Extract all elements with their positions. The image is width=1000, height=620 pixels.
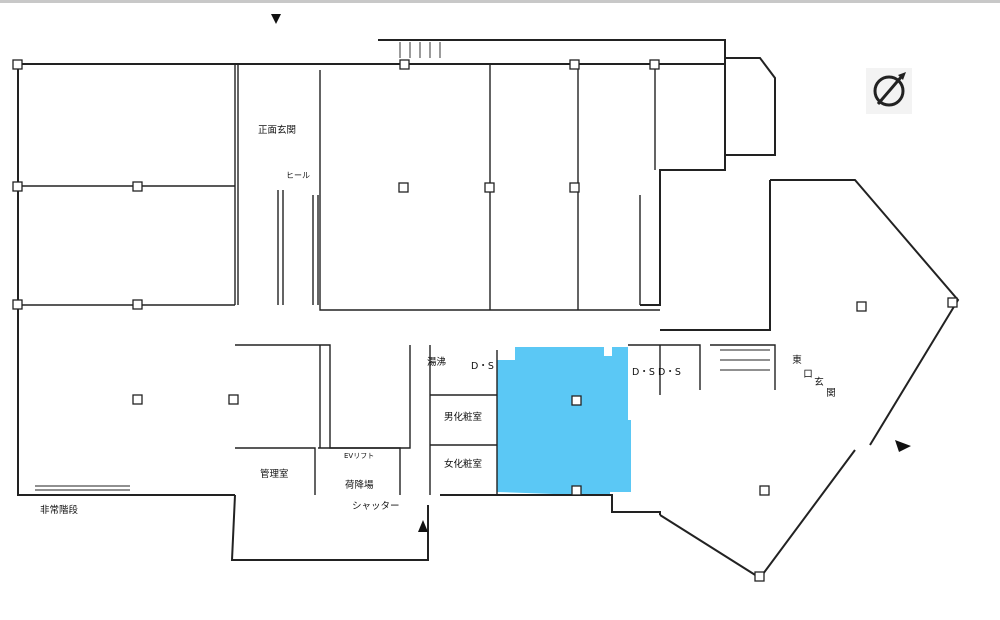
- columns: [12, 59, 958, 582]
- outer-walls: [17, 39, 960, 580]
- label-ds2: D・S: [632, 367, 655, 378]
- interior-walls: [18, 64, 776, 495]
- label-east-entrance-3-wrap: 玄: [814, 376, 824, 390]
- stairs: [35, 42, 770, 491]
- label-east-entrance-4: 関: [826, 388, 836, 399]
- label-east-entrance-2: 口: [803, 369, 813, 380]
- label-east-entrance: 東: [792, 354, 802, 368]
- label-east-entrance-1: 東: [792, 355, 802, 366]
- label-main-entrance: 正面玄関: [258, 125, 297, 136]
- label-janitor: 湯沸: [427, 357, 447, 368]
- label-emergency-stairs: 非常階段: [40, 505, 79, 516]
- label-shutter: シャッター: [352, 501, 400, 512]
- no-north-compass-icon: [873, 72, 906, 107]
- label-east-entrance-4-wrap: 関: [826, 387, 836, 401]
- label-management-office: 管理室: [260, 469, 289, 480]
- label-womens-restroom: 女化粧室: [444, 459, 483, 470]
- label-ds1: D・S: [471, 361, 494, 372]
- label-elevator: EVリフト: [344, 452, 375, 460]
- label-east-entrance-3: 玄: [814, 377, 824, 388]
- highlighted-area[interactable]: [497, 347, 631, 496]
- top-border: [0, 0, 1000, 3]
- label-ds3: D・S: [658, 367, 681, 378]
- compass-box: [866, 68, 912, 114]
- label-east-entrance-2-wrap: 口: [803, 368, 813, 382]
- label-loading-dock: 荷降場: [345, 480, 374, 491]
- entrance-arrows: [271, 14, 911, 532]
- label-mens-restroom: 男化粧室: [444, 412, 483, 423]
- label-hall: ヒール: [286, 171, 310, 180]
